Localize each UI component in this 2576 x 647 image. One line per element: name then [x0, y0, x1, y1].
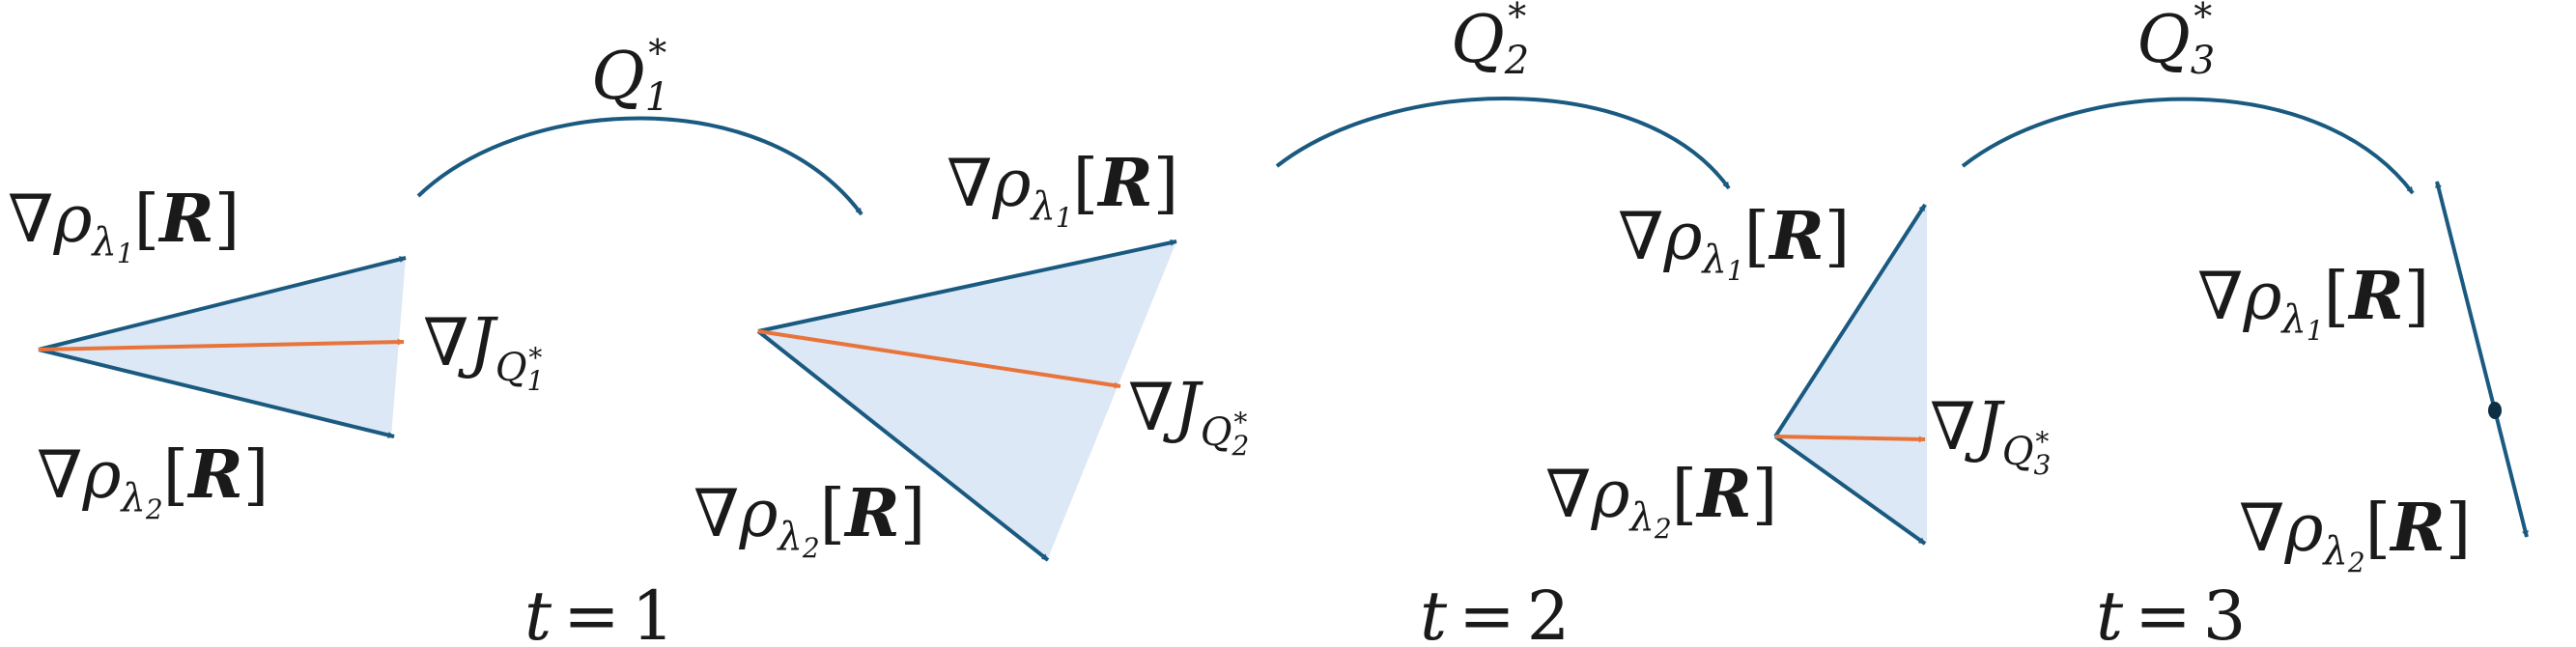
- rho1-label: ∇ρλ1[R]: [1618, 198, 1850, 287]
- J-label: ∇JQ2*: [1128, 370, 1249, 462]
- rho2-vector: [1773, 435, 1927, 546]
- transition-arc: [1961, 97, 2415, 195]
- transition-arc: [416, 116, 863, 216]
- rho1-label: ∇ρλ1[R]: [947, 145, 1178, 234]
- panel-t3: ∇ρλ1[R] ∇ρλ2[R] ∇JQ3*: [1545, 198, 2051, 546]
- J-gradient-vector: [38, 338, 405, 352]
- transition-q3: Q3*: [1961, 0, 2415, 195]
- rho1-vector: [1773, 203, 1927, 438]
- rho1-label: ∇ρλ1[R]: [2197, 258, 2429, 347]
- transition-q1: Q1*: [416, 32, 863, 216]
- timestep-label-1: t=1: [524, 577, 674, 647]
- timestep-label-2: t=2: [1420, 577, 1570, 647]
- transition-arc: [1275, 97, 1731, 190]
- rho1-vector: [2435, 181, 2497, 411]
- rho2-label: ∇ρλ2[R]: [2239, 490, 2471, 578]
- cone-region: [758, 241, 1176, 558]
- rho2-label: ∇ρλ2[R]: [37, 436, 269, 525]
- panel-final: ∇ρλ1[R] ∇ρλ2[R]: [2197, 181, 2529, 578]
- transition-label: Q3*: [2137, 0, 2215, 83]
- J-label: ∇JQ1*: [423, 305, 544, 397]
- timestep-label-3: t=3: [2096, 577, 2246, 647]
- rho1-vector: [757, 239, 1177, 333]
- rho2-label: ∇ρλ2[R]: [1545, 456, 1777, 545]
- transition-label: Q1*: [591, 32, 669, 120]
- J-gradient-vector: [1774, 435, 1926, 443]
- transition-q2: Q2*: [1275, 0, 1731, 190]
- rho1-label: ∇ρλ1[R]: [8, 181, 240, 269]
- rho2-vector: [2493, 409, 2529, 538]
- rho1-vector: [38, 256, 407, 352]
- panel-t2: ∇ρλ1[R] ∇ρλ2[R] ∇JQ2*: [694, 145, 1249, 564]
- rho2-vector: [38, 348, 395, 438]
- rho2-vector: [756, 329, 1050, 562]
- panel-t1: ∇ρλ1[R] ∇ρλ2[R] ∇JQ1*: [8, 181, 544, 525]
- origin-point: [2488, 402, 2502, 419]
- rho2-label: ∇ρλ2[R]: [694, 475, 925, 564]
- J-label: ∇JQ3*: [1930, 389, 2051, 481]
- cone-region: [1775, 203, 1927, 544]
- J-gradient-vector: [757, 329, 1121, 389]
- transition-label: Q2*: [1451, 0, 1529, 83]
